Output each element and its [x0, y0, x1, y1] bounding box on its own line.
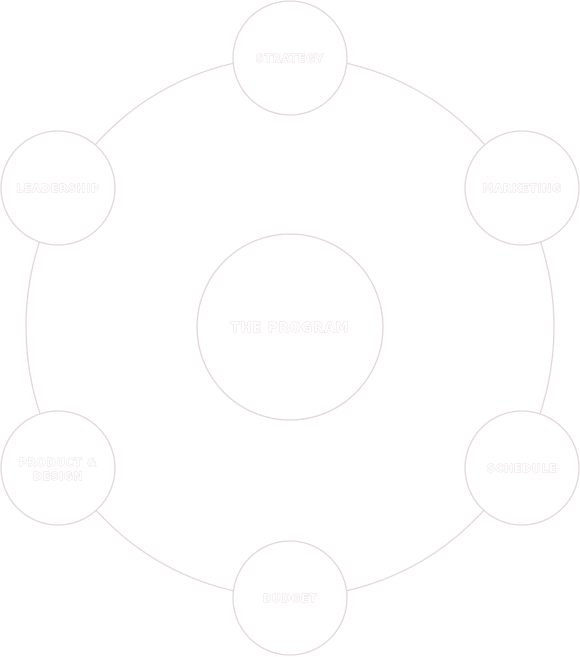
node-product-design: PRODUCT &DESIGN	[0, 410, 116, 526]
node-label-leadership: LEADERSHIP	[16, 182, 99, 195]
node-strategy: STRATEGY	[232, 0, 348, 116]
node-label-schedule: SCHEDULE	[487, 462, 557, 475]
node-marketing: MARKETING	[464, 130, 580, 246]
center-label: THE PROGRAM	[231, 321, 349, 336]
node-label-budget: BUDGET	[263, 592, 317, 605]
center-circle	[196, 233, 384, 421]
node-label-strategy: STRATEGY	[256, 52, 325, 65]
node-label-product-design: PRODUCT &DESIGN	[19, 456, 97, 483]
node-label-marketing: MARKETING	[482, 182, 561, 195]
node-schedule: SCHEDULE	[464, 410, 580, 526]
node-leadership: LEADERSHIP	[0, 130, 116, 246]
node-budget: BUDGET	[232, 540, 348, 656]
